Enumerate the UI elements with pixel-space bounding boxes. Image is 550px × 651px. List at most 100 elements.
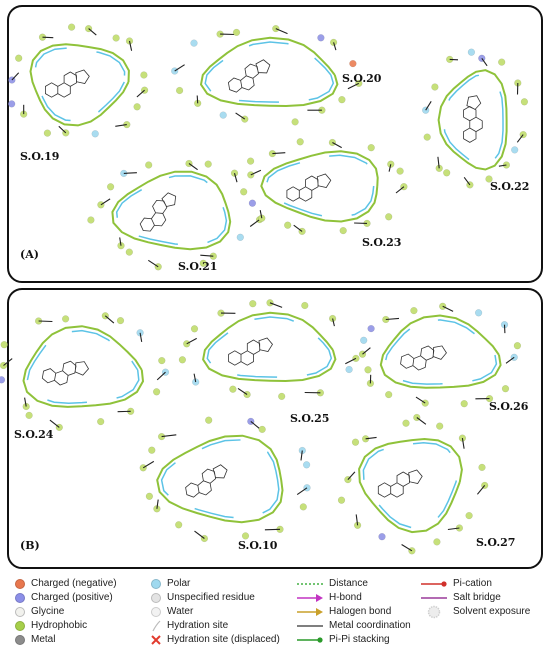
so22-residue-icon [443, 169, 451, 177]
pipi-line-icon [297, 636, 323, 643]
so25-backbone-link [193, 373, 197, 383]
so26-backbone-link [385, 317, 400, 321]
so23-residue-icon [385, 213, 393, 221]
so24-backbone-link [156, 371, 166, 381]
so20-residue-icon [241, 115, 249, 123]
so26-backbone-link [505, 356, 515, 364]
legend-unspecified-residue: Unspecified residue [150, 591, 255, 604]
so20-backbone-link [347, 82, 360, 90]
so21-backbone-link [200, 254, 214, 257]
so10-backbone-link [156, 499, 159, 509]
so10-backbone-link [194, 530, 205, 539]
hydration-site-icon [152, 620, 161, 631]
so24-residue-icon [152, 388, 161, 396]
so25-backbone-link [345, 357, 357, 365]
so23-backbone-link [332, 142, 342, 149]
distance-dotted-icon [297, 582, 323, 585]
so23-backbone-link [395, 186, 405, 194]
so26-backbone-link [362, 347, 371, 355]
so10-backbone-link [161, 434, 177, 438]
so26-backbone-link [442, 305, 454, 312]
hbond-arrow-icon [297, 593, 323, 602]
pication-line-icon [421, 580, 447, 587]
legend-charged-negative: Charged (negative) [14, 577, 117, 590]
interaction-diagram-figure: S.O.19 S.O.20 S.O.21 S.O.22 S.O.23 (A) S… [0, 5, 543, 569]
so25-residue-icon [278, 392, 286, 401]
so27-residue-icon [436, 422, 444, 430]
ligand-structure [185, 464, 228, 498]
so21-backbone-link [147, 259, 159, 268]
so22-pocket-hydrophobic [437, 69, 508, 171]
so19-residue-icon [112, 34, 120, 42]
so24-backbone-link [24, 397, 27, 407]
so24-residue-icon [0, 376, 6, 384]
halogen-arrow-icon [297, 607, 323, 616]
so19-residue-icon [15, 54, 23, 62]
so19-pocket-polar [33, 47, 126, 122]
so24-residue-icon [158, 356, 166, 365]
so21-backbone-link [100, 198, 111, 206]
compound-label-so19: S.O.19 [20, 150, 59, 163]
so20-backbone-link [235, 112, 246, 120]
compound-label-so20: S.O.20 [342, 72, 382, 85]
so25-pocket-polar [206, 316, 333, 379]
so22-backbone-link [463, 176, 471, 186]
legend-pi-cation: Pi-cation [420, 577, 492, 590]
so22-backbone-link [437, 156, 440, 169]
legend-metal: Metal [14, 633, 55, 646]
so26-pocket-polar [384, 319, 498, 385]
so23-residue-icon [246, 157, 255, 165]
so10-residue-icon [299, 503, 307, 511]
so27-residue-icon [478, 463, 486, 472]
compound-label-so23: S.O.23 [362, 236, 401, 249]
so24-residue-icon [0, 341, 8, 349]
so23-backbone-link [250, 169, 262, 176]
so20-residue-icon [317, 34, 325, 42]
so23-residue-icon [284, 221, 292, 229]
so27-residue-icon [433, 538, 441, 546]
so26-residue-icon [385, 390, 393, 399]
so21-backbone-link [249, 219, 260, 227]
so27-residue-icon [378, 533, 386, 541]
water-icon [151, 606, 161, 617]
ligand-structure [139, 192, 177, 232]
compound-label-so10: S.O.10 [238, 539, 278, 552]
so21-residue-icon [125, 248, 133, 256]
so27-pocket-hydrophobic [358, 437, 463, 534]
legend-distance: Distance [296, 577, 368, 590]
legend-hydration-site-displaced: Hydration site (displaced) [150, 633, 280, 646]
so21-residue-icon [248, 199, 257, 207]
so24-pocket-polar [26, 329, 140, 404]
legend-water: Water [150, 605, 193, 618]
so10-backbone-link [296, 487, 308, 496]
so24-backbone-link [104, 315, 115, 324]
so21-pocket-polar [115, 175, 228, 247]
displaced-x-icon [151, 634, 161, 645]
panel-a-frame [7, 5, 543, 283]
so27-backbone-link [416, 417, 427, 425]
legend-charged-positive: Charged (positive) [14, 591, 113, 604]
so20-backbone-link [333, 42, 337, 51]
so27-residue-icon [337, 496, 346, 504]
so22-residue-icon [478, 54, 486, 62]
so26-residue-icon [364, 366, 372, 374]
ligand-structure [463, 95, 483, 143]
so20-pocket-hydrophobic [199, 36, 339, 108]
glycine-icon [15, 606, 25, 617]
so19-backbone-link [115, 124, 127, 127]
legend: Charged (negative) Charged (positive) Gl… [0, 572, 550, 651]
so27-backbone-link [461, 438, 465, 449]
so26-residue-icon [367, 324, 375, 333]
ligand-structure [45, 69, 90, 98]
so26-residue-icon [474, 309, 483, 317]
so27-pocket-polar [362, 442, 459, 529]
so27-backbone-link [355, 514, 359, 526]
legend-hydrophobic: Hydrophobic [14, 619, 87, 632]
so23-backbone-link [272, 152, 286, 155]
so27-backbone-link [347, 471, 356, 480]
so27-residue-icon [465, 511, 473, 520]
so23-residue-icon [240, 188, 248, 196]
so22-pocket-polar [442, 73, 504, 167]
so10-residue-icon [145, 492, 154, 500]
compound-label-so25: S.O.25 [290, 412, 329, 425]
